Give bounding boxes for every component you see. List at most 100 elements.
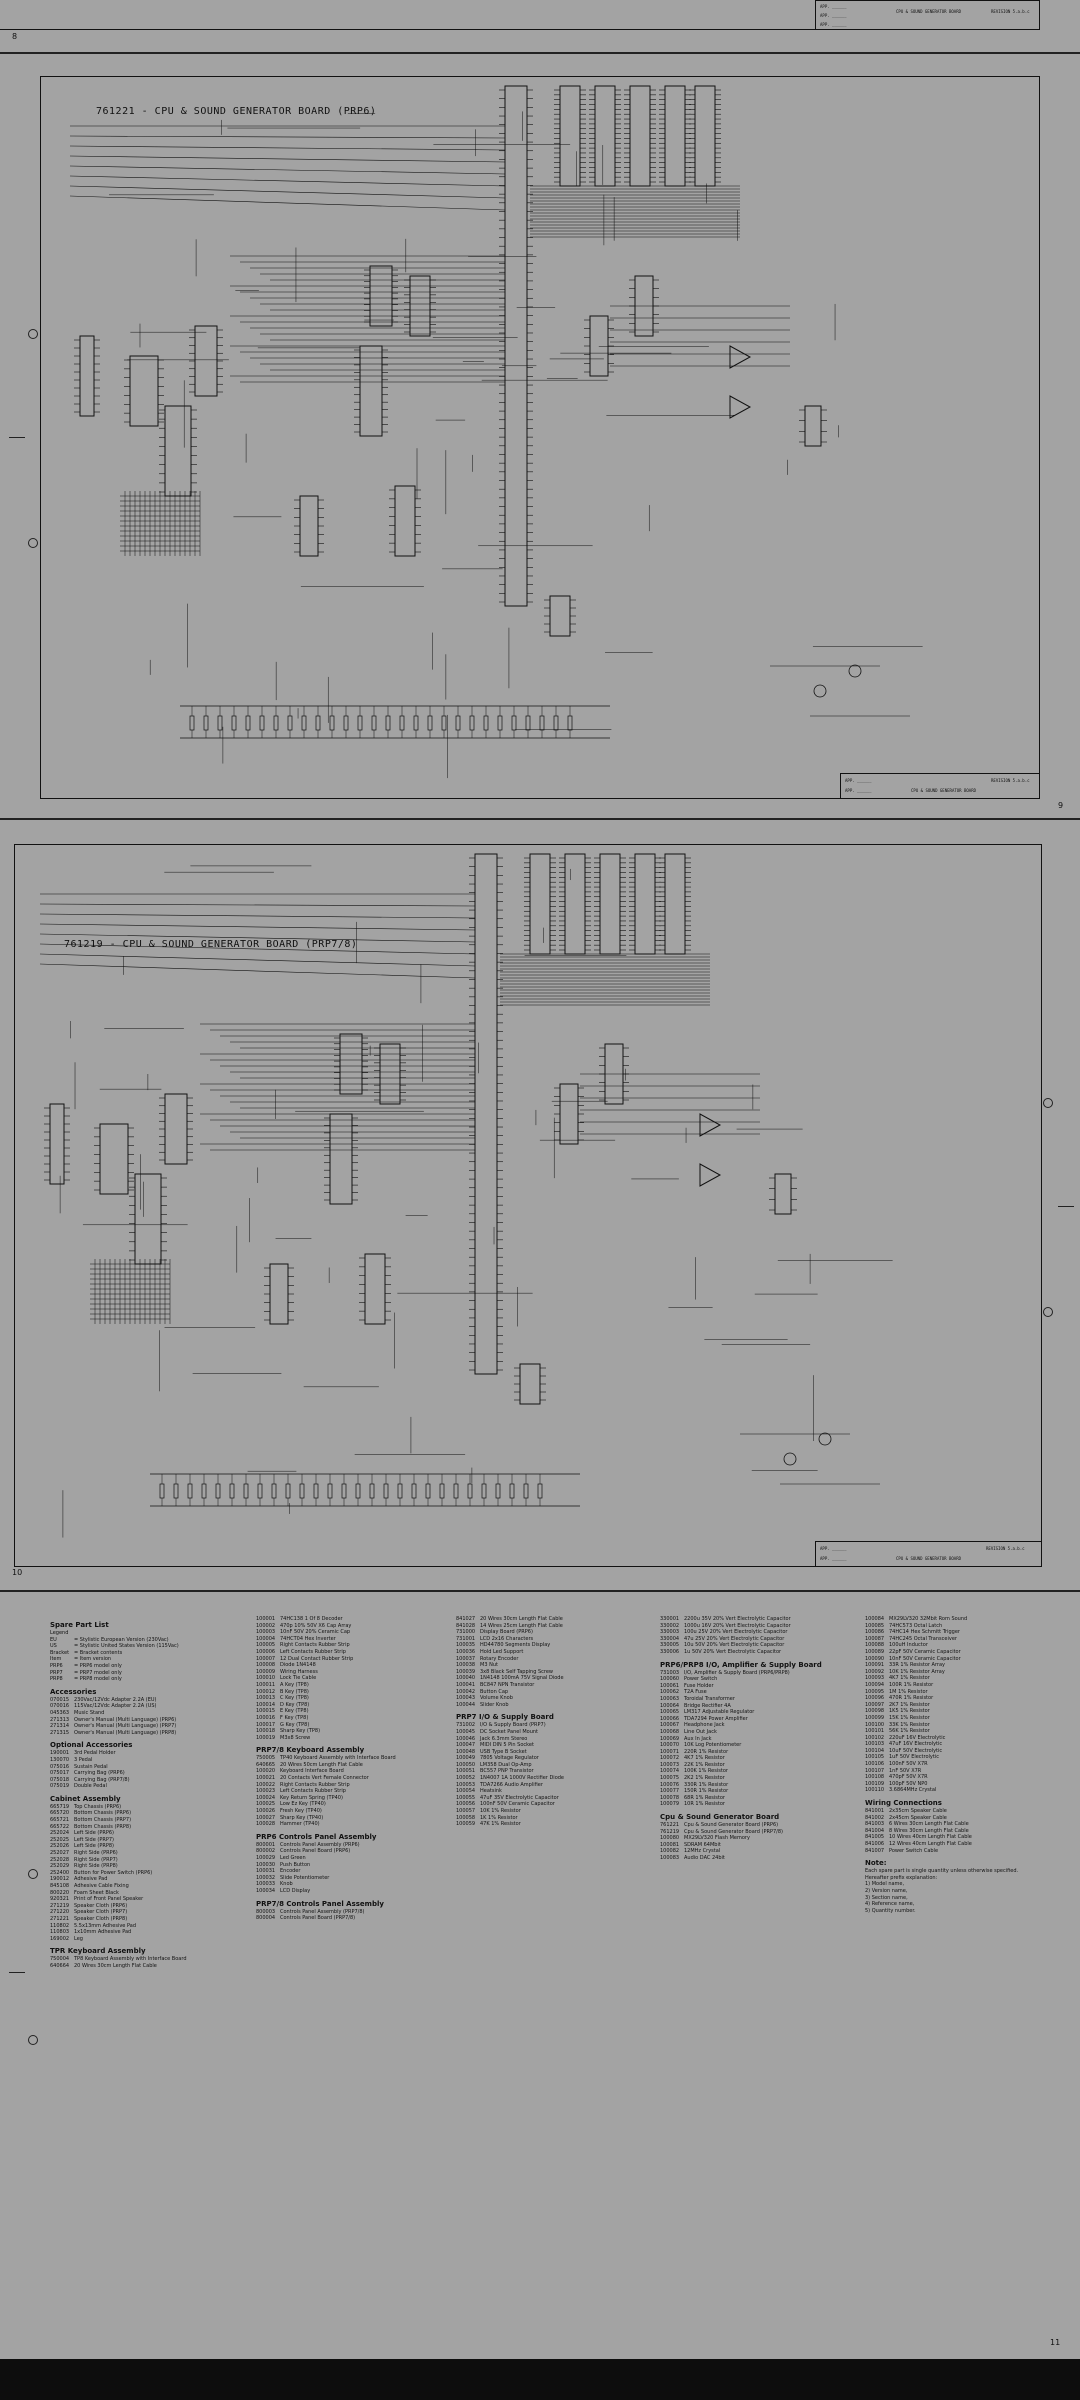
ic-chip bbox=[194, 325, 218, 397]
ic-chip bbox=[359, 345, 383, 437]
resistor bbox=[173, 1483, 179, 1499]
resistor bbox=[523, 1483, 529, 1499]
resistor bbox=[439, 1483, 445, 1499]
ic-chip bbox=[299, 495, 319, 557]
binder-hole bbox=[1043, 1307, 1053, 1317]
resistor bbox=[343, 715, 349, 731]
ic-chip bbox=[519, 1363, 541, 1405]
resistor bbox=[271, 1483, 277, 1499]
parts-row: Bracket= Bracket contents bbox=[50, 1649, 123, 1656]
op-amp bbox=[699, 1113, 722, 1137]
resistor bbox=[301, 715, 307, 731]
page-number-sheet-2: 10 bbox=[12, 1568, 23, 1577]
transistor bbox=[783, 1452, 797, 1466]
wire bbox=[39, 933, 476, 943]
ic-chip bbox=[164, 1093, 188, 1165]
resistor bbox=[399, 715, 405, 731]
binder-hole bbox=[28, 2035, 38, 2045]
resistor bbox=[285, 1483, 291, 1499]
resistor bbox=[273, 715, 279, 731]
parts-note-line: 5) Quantity number. bbox=[865, 1907, 916, 1914]
parts-note-line: 4) Reference name, bbox=[865, 1901, 915, 1908]
resistor bbox=[243, 1483, 249, 1499]
resistor bbox=[355, 1483, 361, 1499]
wire bbox=[69, 145, 506, 151]
parts-section-heading: Note: bbox=[865, 1859, 887, 1868]
ic-chip bbox=[629, 85, 651, 187]
ic-chip bbox=[549, 595, 571, 637]
resistor bbox=[159, 1483, 165, 1499]
parts-section-heading: Spare Part List bbox=[50, 1621, 109, 1629]
resistor bbox=[481, 1483, 487, 1499]
wire bbox=[39, 903, 476, 907]
ic-chip bbox=[134, 1173, 162, 1265]
resistor bbox=[189, 715, 195, 731]
parts-row: PRP6= PRP6 model only bbox=[50, 1662, 122, 1669]
binder-hole bbox=[28, 329, 38, 339]
transistor bbox=[848, 664, 862, 678]
resistor bbox=[455, 715, 461, 731]
wire bbox=[69, 195, 506, 211]
resistor bbox=[245, 715, 251, 731]
parts-section-heading: PRP7/8 Keyboard Assembly bbox=[256, 1746, 365, 1755]
sheet-1-title-block: APP. ______ APP. ______ CPU & SOUND GENE… bbox=[840, 773, 1040, 799]
resistor bbox=[411, 1483, 417, 1499]
binder-hole bbox=[28, 538, 38, 548]
resistor bbox=[385, 715, 391, 731]
parts-note-line: 2) Version name, bbox=[865, 1887, 908, 1894]
parts-section-heading: Cabinet Assembly bbox=[50, 1794, 121, 1803]
